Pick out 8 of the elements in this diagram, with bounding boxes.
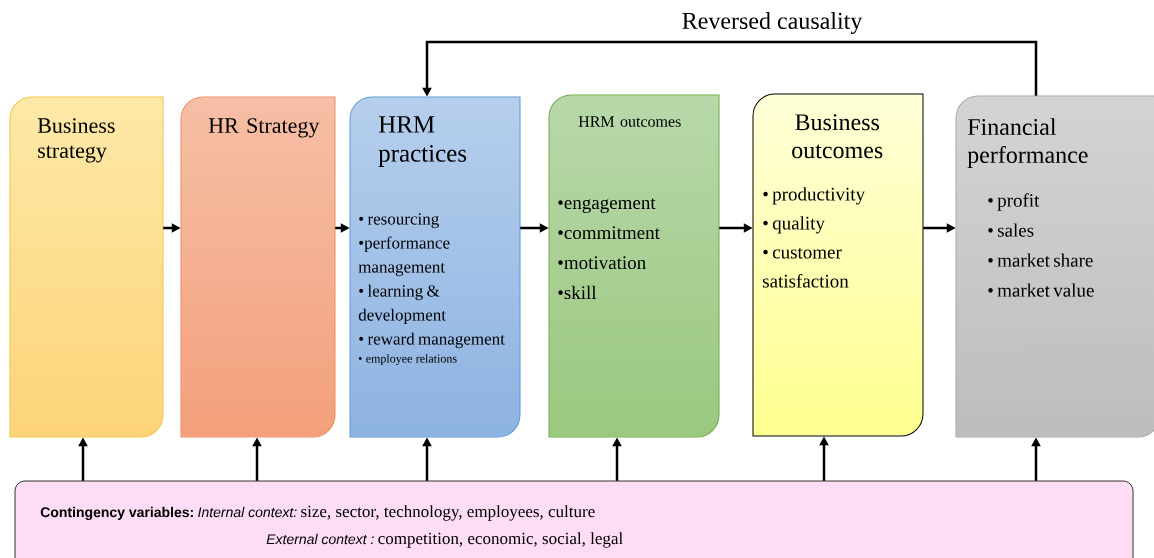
process-box: HRM outcomes •engagement •commitment •motivation •skill [548, 94, 720, 438]
process-box: Business outcomes • productivity • quality • customer satisfaction [752, 93, 924, 437]
process-box: Financial performance • profit • sales • market share • market value [955, 95, 1154, 438]
process-box: HR Strategy [180, 96, 336, 438]
process-box: Business strategy [9, 96, 164, 438]
context-box: Contingency variables: Internal context: size, sector, technology, employees, culture External context : competition, economic, social, legal [14, 480, 1134, 558]
edge-label: Reversed causality [682, 12, 863, 34]
process-box: HRM practices • resourcing •performance management • learning & development • reward management • employee relations [349, 96, 521, 438]
